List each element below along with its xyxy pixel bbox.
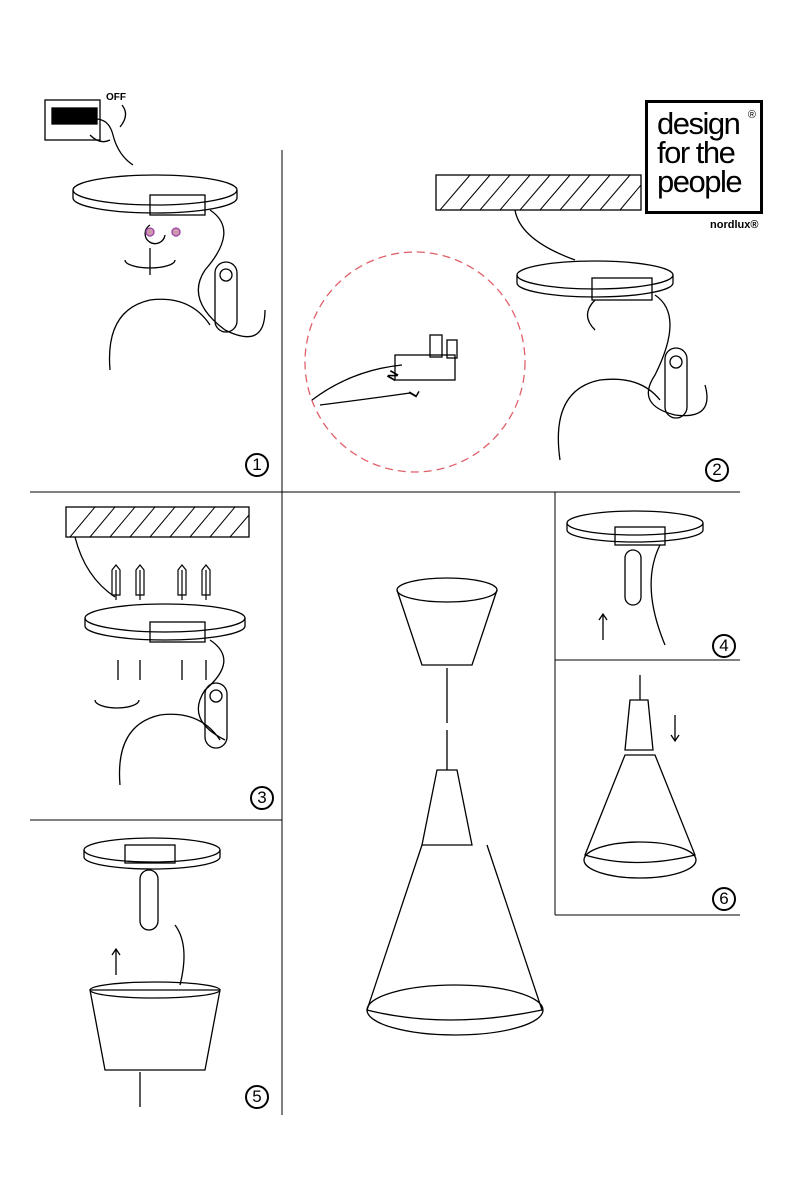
step-number-6: 6 bbox=[712, 887, 736, 911]
step6-drawing bbox=[583, 675, 697, 879]
step-number-1: 1 bbox=[245, 453, 269, 477]
step4-drawing bbox=[566, 510, 704, 646]
step5-drawing bbox=[83, 837, 221, 1107]
pendant-lamp-drawing bbox=[366, 577, 544, 1036]
brand-logo: design for the people ® bbox=[645, 100, 763, 214]
step1-canopy-drawing bbox=[72, 174, 266, 371]
brand-name: nordlux® bbox=[710, 219, 759, 231]
switch-off-label: OFF bbox=[106, 92, 126, 103]
step-number-4: 4 bbox=[712, 634, 736, 658]
step-number-5: 5 bbox=[245, 1085, 269, 1109]
step2-wiring-drawing bbox=[304, 174, 708, 473]
fuse-box-icon bbox=[44, 99, 134, 166]
logo-line-3: people bbox=[657, 164, 743, 199]
step3-mounting-drawing bbox=[65, 506, 250, 786]
step-number-3: 3 bbox=[250, 786, 274, 810]
logo-line-1: design bbox=[657, 106, 741, 141]
registered-mark: ® bbox=[747, 109, 756, 121]
logo-line-2: for the bbox=[657, 135, 736, 170]
panel-dividers bbox=[30, 150, 740, 1115]
step-number-2: 2 bbox=[705, 458, 729, 482]
